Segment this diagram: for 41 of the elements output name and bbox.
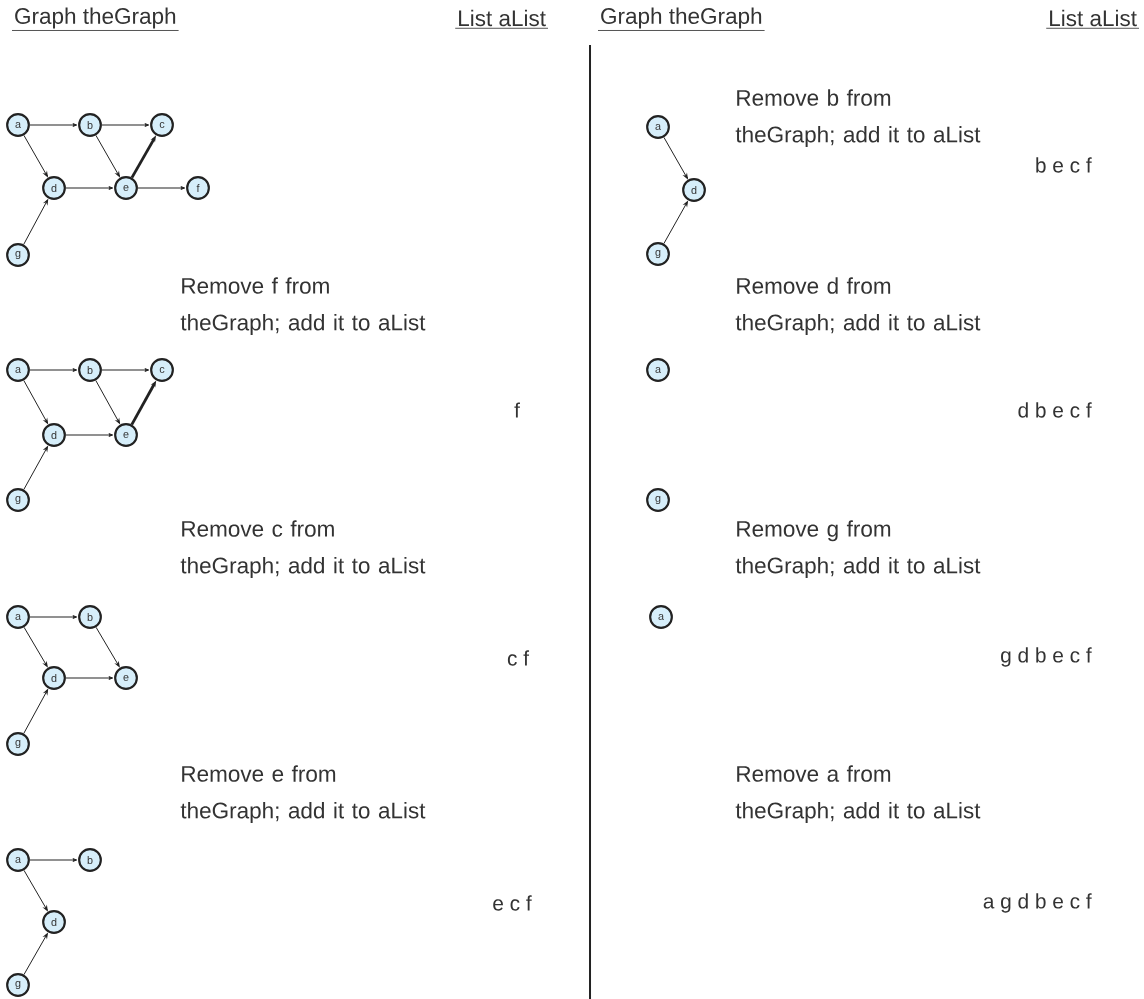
arrow: [23, 626, 48, 667]
step-instruction: Remove b from theGraph; add it to aList: [735, 89, 981, 147]
arrow: [95, 134, 120, 177]
column-heading: Graph theGraph: [597, 7, 766, 31]
arrow: [23, 199, 49, 245]
step-instruction: Remove a from theGraph; add it to aList: [735, 765, 981, 823]
arrow: [663, 201, 688, 245]
arrow: [101, 123, 150, 127]
arrow: [23, 446, 49, 491]
arrow: [65, 186, 114, 190]
arrow: [23, 379, 49, 424]
column-heading: List aList: [454, 9, 549, 29]
step-instruction: Remove c from theGraph; add it to aList: [180, 520, 426, 578]
list-contents: a g d b e c f: [983, 893, 1092, 913]
arrow: [23, 134, 48, 177]
list-contents: e c f: [493, 895, 532, 911]
step-instruction: Remove d from theGraph; add it to aList: [735, 277, 981, 335]
step-instruction: Remove f from theGraph; add it to aList: [180, 277, 426, 335]
arrow: [23, 933, 48, 976]
column-heading: Graph theGraph: [11, 7, 179, 31]
arrow: [663, 136, 688, 179]
arrow: [65, 676, 114, 680]
arrow: [29, 123, 78, 127]
list-contents: f: [514, 402, 520, 418]
arrow: [29, 615, 78, 619]
arrow: [29, 368, 78, 372]
arrow: [29, 858, 78, 862]
arrow: [23, 689, 49, 735]
arrow: [101, 368, 150, 372]
arrow: [137, 186, 186, 190]
step-instruction: Remove g from theGraph; add it to aList: [735, 520, 981, 578]
column-heading: List aList: [1045, 9, 1140, 29]
list-contents: g d b e c f: [1001, 647, 1092, 667]
list-contents: b e c f: [1036, 157, 1092, 173]
step-instruction: Remove e from theGraph; add it to aList: [180, 765, 426, 823]
list-contents: d b e c f: [1018, 402, 1092, 418]
arrow: [95, 626, 120, 667]
arrow: [65, 433, 114, 437]
list-contents: c f: [507, 650, 530, 666]
arrow: [23, 869, 48, 911]
arrow: [95, 379, 121, 424]
